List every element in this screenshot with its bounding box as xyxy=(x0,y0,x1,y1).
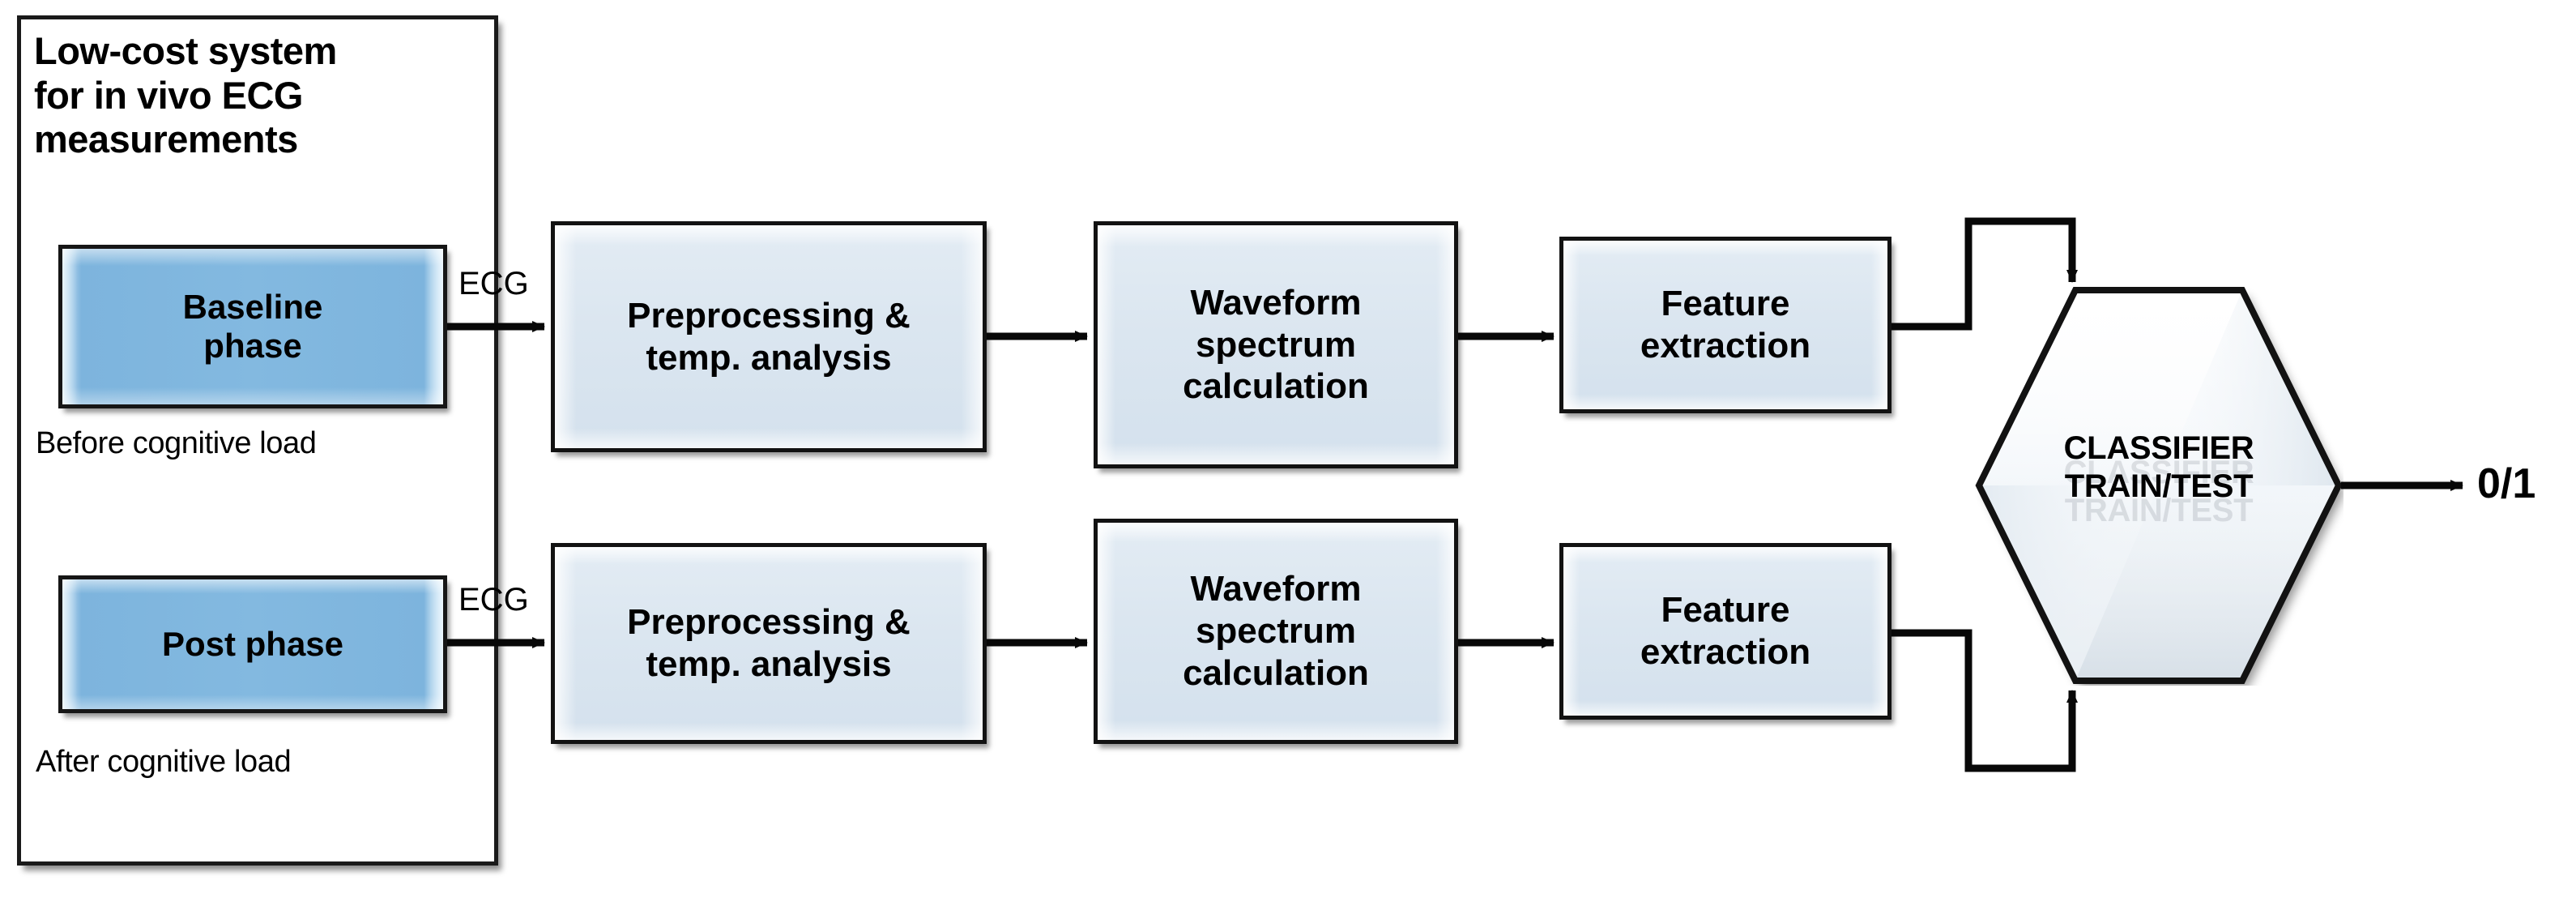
feature-extraction-label-baseline: Feature extraction xyxy=(1640,284,1811,366)
waveform-spectrum-label-baseline: Waveform spectrum calculation xyxy=(1183,282,1369,407)
baseline-phase-box[interactable]: Baseline phase xyxy=(58,245,447,408)
edge-label-ecg-baseline: ECG xyxy=(458,266,529,301)
waveform-spectrum-box-post[interactable]: Waveform spectrum calculation xyxy=(1094,519,1458,744)
baseline-phase-caption: Before cognitive load xyxy=(36,426,317,460)
waveform-spectrum-box-baseline[interactable]: Waveform spectrum calculation xyxy=(1094,221,1458,468)
baseline-phase-label: Baseline phase xyxy=(182,287,323,365)
preprocessing-box-baseline[interactable]: Preprocessing & temp. analysis xyxy=(551,221,987,452)
feature-extraction-box-baseline[interactable]: Feature extraction xyxy=(1559,237,1891,413)
edge-label-ecg-post: ECG xyxy=(458,582,529,618)
post-phase-label: Post phase xyxy=(161,624,344,663)
measurement-system-group xyxy=(17,15,498,866)
feature-extraction-label-post: Feature extraction xyxy=(1640,590,1811,672)
classifier-hexagon[interactable]: CLASSIFIER TRAIN/TEST CLASSIFIER TRAIN/T… xyxy=(1974,285,2344,686)
waveform-spectrum-label-post: Waveform spectrum calculation xyxy=(1183,569,1369,693)
post-phase-box[interactable]: Post phase xyxy=(58,575,447,713)
feature-extraction-box-post[interactable]: Feature extraction xyxy=(1559,543,1891,720)
classifier-label-shadow: CLASSIFIER TRAIN/TEST xyxy=(2063,455,2254,529)
preprocessing-label-post: Preprocessing & temp. analysis xyxy=(627,602,911,684)
measurement-system-title: Low-cost system for in vivo ECG measurem… xyxy=(34,29,337,161)
classifier-label: CLASSIFIER TRAIN/TEST xyxy=(2063,430,2254,505)
preprocessing-label-baseline: Preprocessing & temp. analysis xyxy=(627,295,911,378)
hexagon-shape xyxy=(1975,287,2343,684)
preprocessing-box-post[interactable]: Preprocessing & temp. analysis xyxy=(551,543,987,744)
output-label: 0/1 xyxy=(2477,460,2536,507)
post-phase-caption: After cognitive load xyxy=(36,745,292,779)
